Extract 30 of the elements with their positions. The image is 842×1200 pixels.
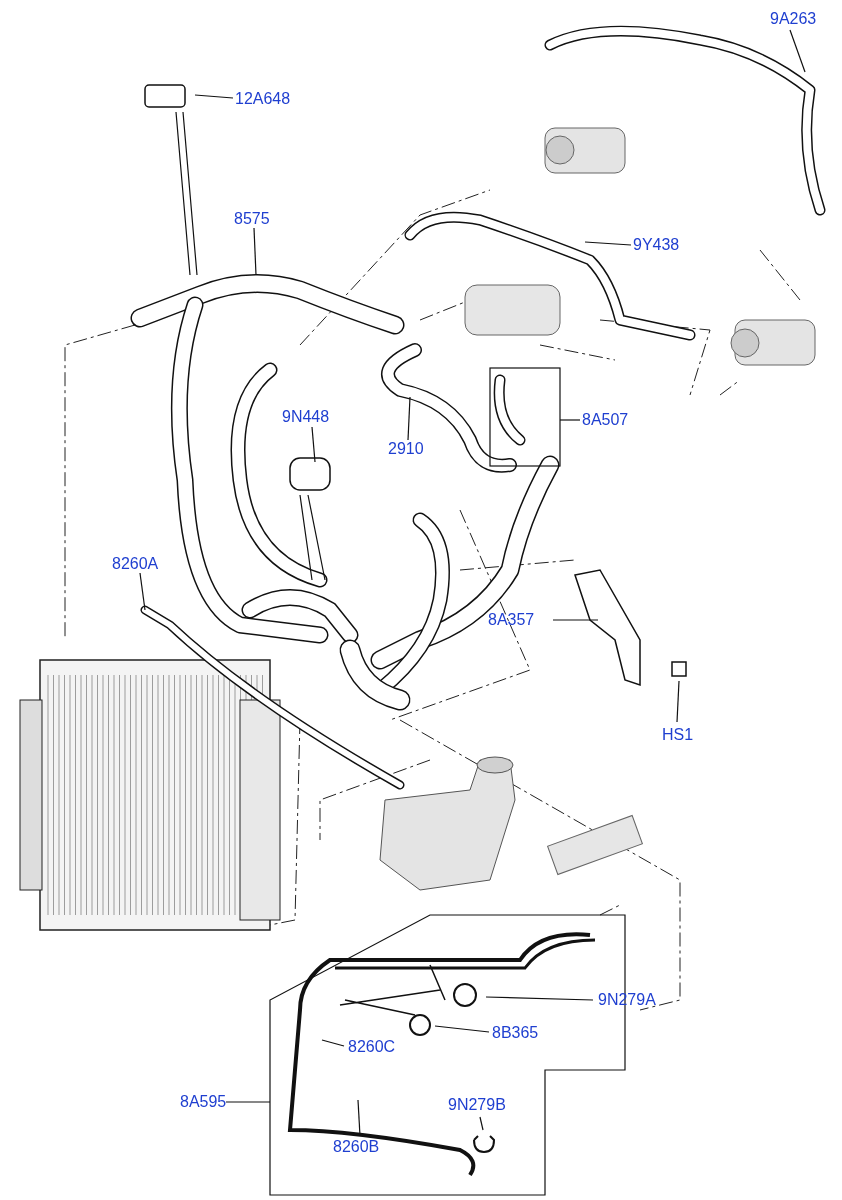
callout-number: 8260C — [348, 1038, 396, 1056]
callout-number: 9N279B — [448, 1096, 506, 1114]
leader-line — [434, 1025, 490, 1033]
leader-line — [253, 227, 257, 276]
callout-number: 8A595 — [180, 1093, 227, 1111]
callout-number: HS1 — [662, 726, 694, 744]
leader-line — [321, 1039, 345, 1047]
leader-line — [139, 572, 146, 611]
leader-line — [485, 996, 594, 1001]
callout-number: 9N448 — [282, 408, 330, 426]
leader-line — [479, 1116, 484, 1131]
leader-line — [311, 426, 316, 463]
callout-number: 2910 — [388, 440, 424, 458]
leader-line — [676, 680, 680, 723]
callout-number: 12A648 — [235, 90, 291, 108]
callout-number: 8260A — [112, 555, 159, 573]
callout-number: 8260B — [333, 1138, 380, 1156]
callout-number: 8A357 — [488, 611, 535, 629]
callout-number: 8575 — [234, 210, 270, 228]
callout-number: 9Y438 — [633, 236, 680, 254]
leader-line — [789, 29, 806, 73]
leader-line — [559, 419, 581, 421]
callout-number: 8B365 — [492, 1024, 539, 1042]
leader-line — [225, 1101, 271, 1103]
callout-number: 8A507 — [582, 411, 629, 429]
leader-line — [552, 619, 599, 621]
callout-number: 9A263 — [770, 10, 817, 28]
leader-line — [407, 396, 411, 441]
leader-line — [194, 94, 234, 99]
leader-line — [584, 241, 632, 246]
